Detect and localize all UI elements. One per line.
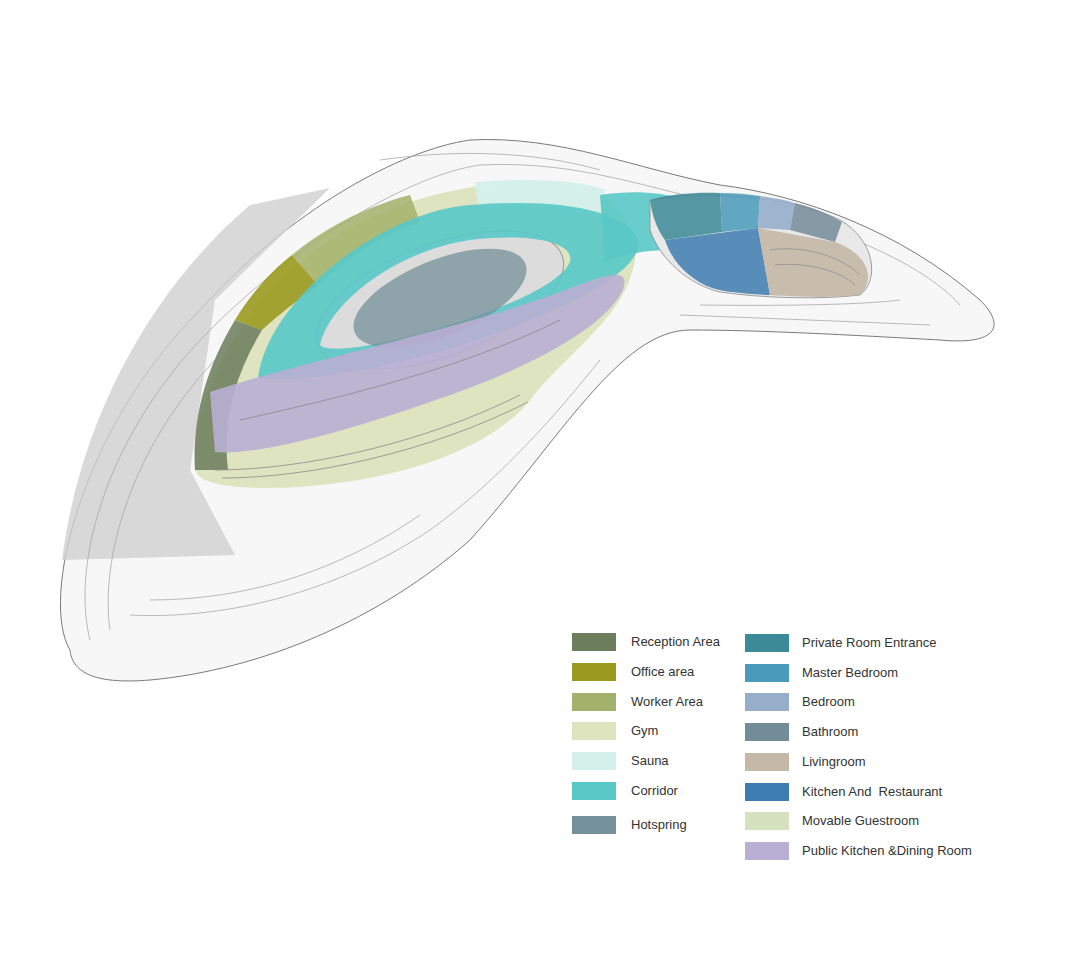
legend-swatch	[745, 783, 789, 801]
legend-label: Gym	[631, 723, 658, 739]
legend-swatch	[745, 753, 789, 771]
legend-label: Kitchen And Restaurant	[802, 784, 942, 800]
legend-label: Movable Guestroom	[802, 813, 919, 829]
legend-label: Office area	[631, 664, 694, 680]
legend-label: Corridor	[631, 783, 678, 799]
legend-label: Hotspring	[631, 817, 687, 833]
legend-swatch	[572, 633, 616, 651]
legend-label: Bathroom	[802, 724, 858, 740]
legend-swatch	[572, 663, 616, 681]
legend-swatch	[572, 722, 616, 740]
legend-label: Livingroom	[802, 754, 866, 770]
legend-swatch	[572, 782, 616, 800]
legend-swatch	[572, 816, 616, 834]
legend-swatch	[745, 842, 789, 860]
legend-swatch	[572, 693, 616, 711]
legend-swatch	[745, 812, 789, 830]
legend-swatch	[745, 693, 789, 711]
legend-swatch	[745, 664, 789, 682]
legend-label: Sauna	[631, 753, 669, 769]
legend-label: Bedroom	[802, 694, 855, 710]
legend-swatch	[745, 723, 789, 741]
legend-swatch	[745, 634, 789, 652]
legend-label: Private Room Entrance	[802, 635, 936, 651]
legend-label: Public Kitchen &Dining Room	[802, 843, 972, 859]
legend-label: Master Bedroom	[802, 665, 898, 681]
legend-label: Worker Area	[631, 694, 703, 710]
legend-label: Reception Area	[631, 634, 720, 650]
legend-swatch	[572, 752, 616, 770]
